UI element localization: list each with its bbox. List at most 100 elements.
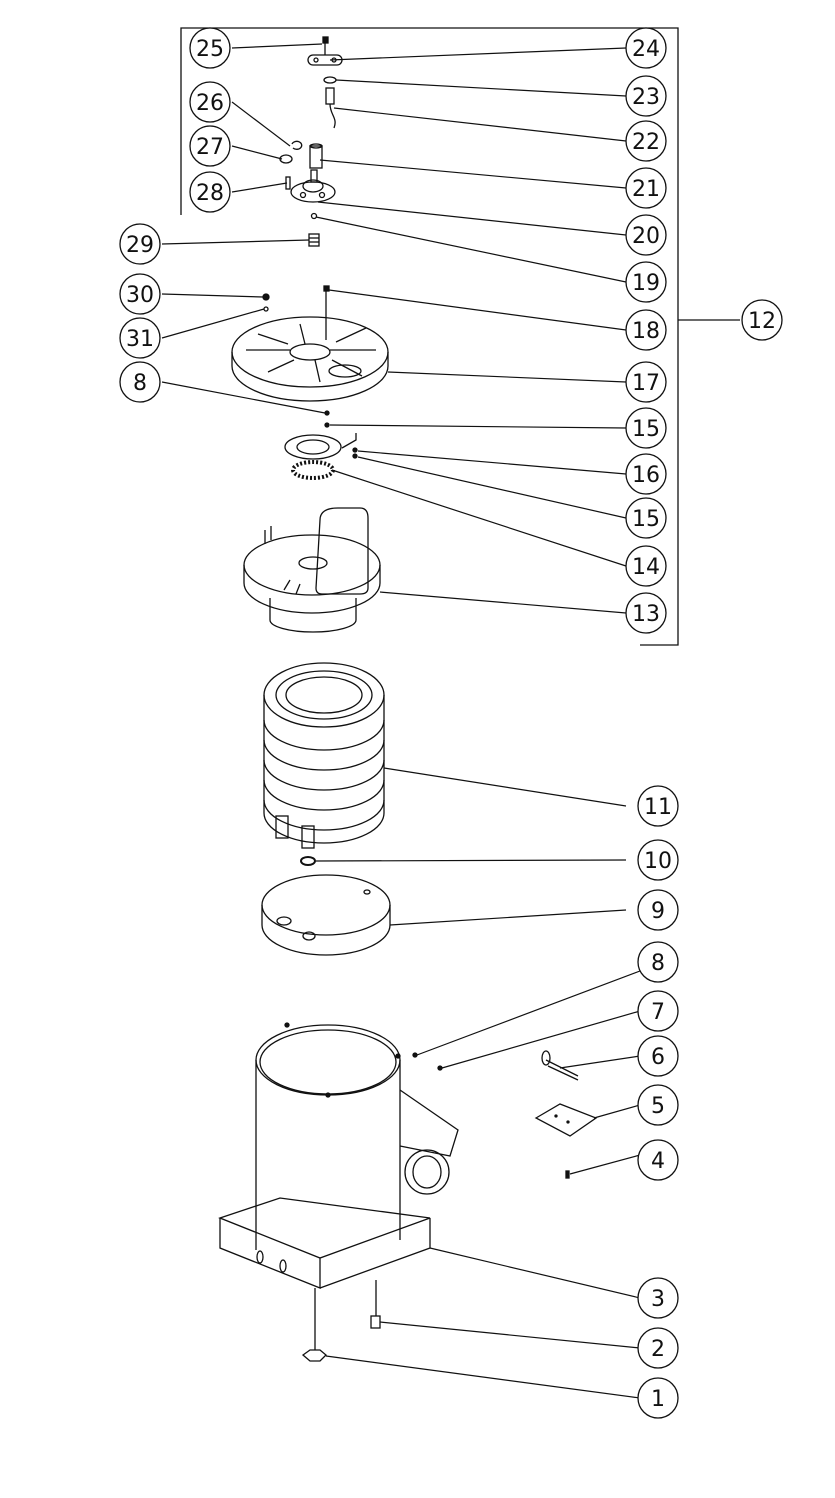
callout-30: 30 (119, 273, 161, 315)
callout-circle (189, 125, 231, 167)
callout-circle (637, 1377, 679, 1419)
callout-12: 12 (741, 299, 783, 341)
callout-18: 18 (625, 309, 667, 351)
part-19-oring (310, 212, 318, 220)
callout-circle (625, 309, 667, 351)
part-18-bolt (323, 285, 330, 340)
part-5-plate (534, 1103, 598, 1137)
callout-29: 29 (119, 223, 161, 265)
callout-number: 11 (644, 795, 672, 820)
callout-17: 17 (625, 361, 667, 403)
callout-2: 2 (637, 1327, 679, 1369)
callout-circle (625, 120, 667, 162)
callout-number: 19 (632, 271, 660, 296)
callout-circle (637, 889, 679, 931)
part-23-washer (323, 76, 337, 84)
callout-23: 23 (625, 75, 667, 117)
callout-circle (637, 1327, 679, 1369)
assembly-12-bracket (180, 27, 740, 646)
part-10-oring (300, 856, 316, 866)
callout-number: 29 (126, 233, 154, 258)
callout-number: 16 (632, 463, 660, 488)
callout-circle (637, 1035, 679, 1077)
part-1-nut (301, 1349, 327, 1362)
callout-6: 6 (637, 1035, 679, 1077)
callout-circle (189, 81, 231, 123)
callout-number: 21 (632, 177, 660, 202)
callout-circle (625, 545, 667, 587)
callout-circle (637, 990, 679, 1032)
part-3-tank (218, 1022, 459, 1289)
callout-20: 20 (625, 214, 667, 256)
callout-circle (189, 171, 231, 213)
callout-number: 18 (632, 319, 660, 344)
part-25-screw (322, 36, 329, 55)
callout-number: 24 (632, 37, 660, 62)
callout-26: 26 (189, 81, 231, 123)
part-26-clip (291, 140, 303, 150)
callout-number: 7 (651, 1000, 665, 1025)
part-4-pin (565, 1170, 570, 1179)
callout-circle (637, 839, 679, 881)
callout-number: 4 (651, 1149, 665, 1174)
part-30-nut (262, 293, 270, 301)
part-11-coil (263, 662, 385, 849)
callout-15: 15 (625, 407, 667, 449)
callout-number: 1 (651, 1387, 665, 1412)
callout-1: 1 (637, 1377, 679, 1419)
callout-24: 24 (625, 27, 667, 69)
callout-circle (625, 361, 667, 403)
callout-number: 6 (651, 1045, 665, 1070)
callout-number: 17 (632, 371, 660, 396)
callout-number: 31 (126, 327, 154, 352)
callout-circle (119, 317, 161, 359)
callout-8: 8 (119, 361, 161, 403)
part-16-bracket (341, 433, 358, 459)
callout-9: 9 (637, 889, 679, 931)
callout-number: 9 (651, 899, 665, 924)
callout-10: 10 (637, 839, 679, 881)
callout-number: 13 (632, 602, 660, 627)
part-17-plate (231, 316, 389, 402)
callout-31: 31 (119, 317, 161, 359)
part-22-sensor (325, 87, 336, 129)
callout-22: 22 (625, 120, 667, 162)
callout-number: 30 (126, 283, 154, 308)
callout-number: 12 (748, 309, 776, 334)
callout-number: 15 (632, 507, 660, 532)
callout-number: 26 (196, 91, 224, 116)
part-13-housing (243, 507, 381, 633)
callout-number: 14 (632, 555, 660, 580)
callout-number: 5 (651, 1094, 665, 1119)
callout-circle (637, 785, 679, 827)
callout-circle (119, 273, 161, 315)
part-2-fitting (370, 1315, 381, 1329)
callout-circle (637, 941, 679, 983)
callout-circle (625, 407, 667, 449)
callout-11: 11 (637, 785, 679, 827)
part-14-flange (284, 434, 342, 480)
callout-number: 8 (651, 951, 665, 976)
part-31-washer (263, 306, 269, 312)
leader-lines (161, 43, 641, 1399)
callout-number: 8 (133, 371, 147, 396)
callout-circle (625, 214, 667, 256)
part-20-valve (290, 169, 336, 203)
callout-4: 4 (637, 1139, 679, 1181)
callout-5: 5 (637, 1084, 679, 1126)
part-9-cover (261, 874, 391, 956)
callout-circle (119, 361, 161, 403)
callout-8: 8 (637, 941, 679, 983)
callout-number: 15 (632, 417, 660, 442)
callout-28: 28 (189, 171, 231, 213)
part-21-tube (309, 143, 323, 169)
callout-number: 20 (632, 224, 660, 249)
callout-number: 3 (651, 1287, 665, 1312)
callout-number: 28 (196, 181, 224, 206)
callout-21: 21 (625, 167, 667, 209)
callout-circle (741, 299, 783, 341)
part-7-fastener (437, 1065, 443, 1071)
callout-number: 25 (196, 37, 224, 62)
